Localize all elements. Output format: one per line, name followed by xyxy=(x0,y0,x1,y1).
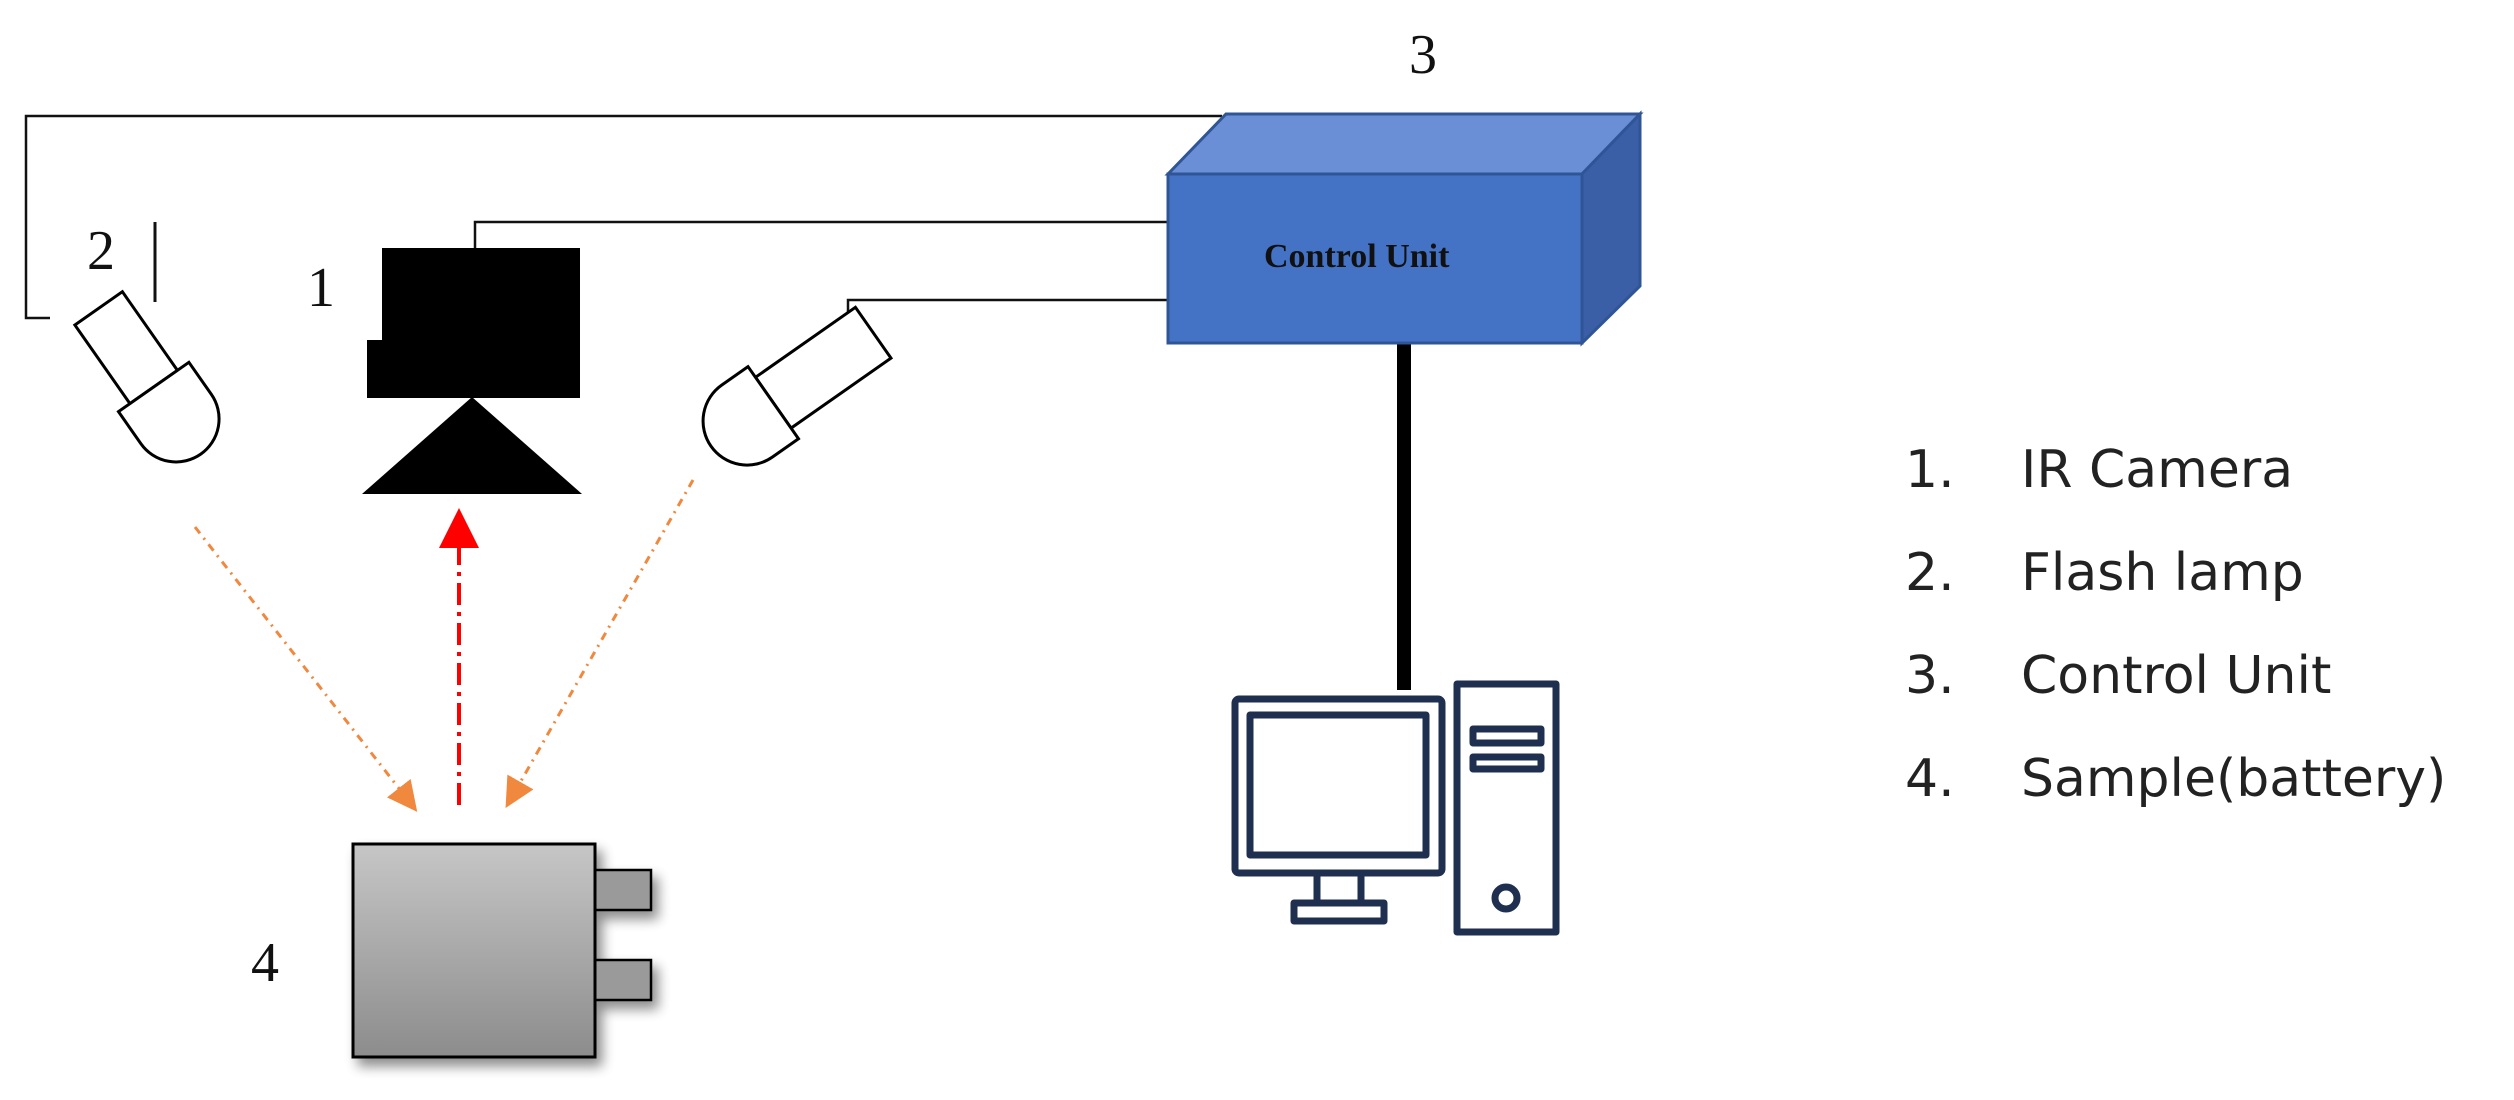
legend-item: 1. IR Camera xyxy=(1905,418,2446,521)
legend-item-number: 2. xyxy=(1905,542,1955,603)
ir-camera xyxy=(362,248,582,494)
flash-lamp-left-head xyxy=(116,360,221,464)
flash-lamp-left xyxy=(72,289,221,464)
monitor-base xyxy=(1290,899,1388,925)
label-number-1: 1 xyxy=(307,257,335,319)
ir-camera-stand xyxy=(362,397,582,494)
monitor-neck xyxy=(1313,869,1365,907)
flash-lamp-right-head xyxy=(701,364,801,467)
label-number-2: 2 xyxy=(87,220,115,282)
legend-item: 4. Sample(battery) xyxy=(1905,727,2446,830)
computer-icon xyxy=(1231,680,1560,936)
tower-drive-2 xyxy=(1469,753,1545,773)
legend-item-label: Control Unit xyxy=(2021,645,2332,706)
label-number-3: 3 xyxy=(1409,24,1437,86)
battery-body xyxy=(351,842,597,1059)
wire-control-to-right-flash xyxy=(846,298,1168,322)
monitor-screen xyxy=(1246,711,1430,859)
wire-control-to-camera xyxy=(473,220,1168,248)
legend-item-number: 3. xyxy=(1905,645,1955,706)
flash-lamp-right xyxy=(701,305,894,467)
legend-item: 3. Control Unit xyxy=(1905,624,2446,727)
battery-terminal-top xyxy=(593,868,653,912)
tower-drive-1 xyxy=(1469,725,1545,747)
flash-arrow-left xyxy=(193,526,418,812)
wire-control-to-left-flash xyxy=(24,114,1222,320)
flash-arrow-right xyxy=(505,479,695,809)
legend-item-label: IR Camera xyxy=(2021,439,2294,500)
battery-terminal-bottom xyxy=(593,958,653,1002)
legend-item: 2. Flash lamp xyxy=(1905,521,2446,624)
control-unit-label: Control Unit xyxy=(1264,238,1450,275)
control-unit-front-face xyxy=(1166,172,1584,345)
label-number-4: 4 xyxy=(251,932,279,994)
tower-case xyxy=(1453,680,1560,936)
monitor-outer xyxy=(1231,695,1446,877)
ir-camera-body xyxy=(382,248,580,398)
legend-item-label: Flash lamp xyxy=(2021,542,2304,603)
control-unit-top-face xyxy=(1164,112,1644,176)
legend: 1. IR Camera 2. Flash lamp 3. Control Un… xyxy=(1905,418,2446,830)
sample-battery xyxy=(351,842,653,1059)
legend-item-number: 4. xyxy=(1905,748,1955,809)
control-unit-box xyxy=(1164,110,1644,347)
legend-item-number: 1. xyxy=(1905,439,1955,500)
tower-power-button xyxy=(1491,883,1521,913)
legend-item-label: Sample(battery) xyxy=(2021,748,2447,809)
ir-camera-lens xyxy=(367,340,387,398)
